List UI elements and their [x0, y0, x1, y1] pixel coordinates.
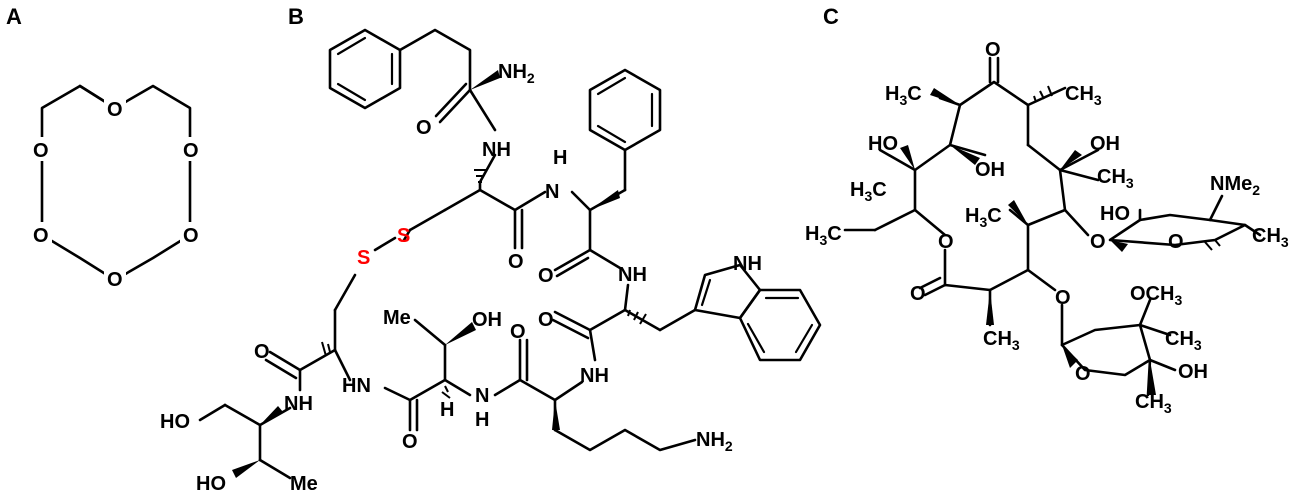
methyl-label: Me	[383, 307, 411, 329]
oxygen-atom: O	[402, 431, 418, 453]
hydrogen-label: H	[553, 147, 567, 169]
hydroxyl-label: HO	[868, 133, 898, 155]
oxygen-atom: O	[254, 341, 270, 363]
panel-b-cyclic-peptide: B	[160, 4, 822, 495]
panel-a-label: A	[6, 4, 22, 29]
hydroxyl-label: HO	[1100, 203, 1130, 225]
amine-label: NH2	[696, 429, 733, 454]
oxygen-atom: O	[107, 99, 123, 121]
hydroxyl-label: OH	[1178, 361, 1208, 383]
macrolide-atom-labels: O H3C CH3 HO OH OH H3C CH3 NMe2 H3C HO H…	[805, 39, 1289, 416]
ring-oxygen: O	[938, 231, 954, 253]
glycosidic-oxygen: O	[1090, 231, 1106, 253]
panel-c-label: C	[823, 4, 839, 29]
panel-a-crown-ether: A O O O O O O	[6, 4, 202, 291]
hydroxyl-label: HO	[160, 411, 190, 433]
oxygen-atom: O	[416, 117, 432, 139]
amide-hn-label: HN	[342, 375, 371, 397]
nitrogen-label: N	[545, 181, 559, 203]
crown-ether-oxygens: O O O O O O	[30, 96, 202, 291]
methyl-label: CH3	[1165, 328, 1202, 353]
methyl-label: H3C	[885, 83, 922, 108]
oxygen-atom: O	[538, 309, 554, 331]
ring-oxygen: O	[1168, 231, 1184, 253]
amine-label: NH2	[498, 61, 535, 86]
amide-nh-label: NH	[482, 139, 511, 161]
methyl-label: CH3	[983, 328, 1020, 353]
glycosidic-oxygen: O	[1055, 287, 1071, 309]
oxygen-atom: O	[538, 265, 554, 287]
methyl-label: H3C	[805, 223, 842, 248]
oxygen-atom: O	[183, 140, 199, 162]
oxygen-atom: O	[183, 225, 199, 247]
panel-c-macrolide: C	[805, 4, 1289, 416]
amide-nh-label: NH	[618, 264, 647, 286]
hydroxyl-label: HO	[196, 473, 226, 495]
methyl-label: CH3	[1135, 391, 1172, 416]
methyl-label: CH3	[1097, 166, 1134, 191]
methyl-label: CH3	[1065, 83, 1102, 108]
amide-nh-label: NH	[284, 393, 313, 415]
ketone-oxygen: O	[985, 39, 1001, 61]
sulfur-atom: S	[397, 225, 410, 247]
dimethylamino-label: NMe2	[1210, 173, 1260, 198]
methyl-label: CH3	[1252, 225, 1289, 250]
hydrogen-label: H	[440, 399, 454, 421]
hydroxyl-label: OH	[975, 159, 1005, 181]
amide-nh-label: NH	[580, 365, 609, 387]
ring-oxygen: O	[1075, 363, 1091, 385]
oxygen-atom: O	[33, 225, 49, 247]
oxygen-atom: O	[33, 140, 49, 162]
methyl-label: H3C	[850, 179, 887, 204]
methyl-label: H3C	[965, 205, 1002, 230]
peptide-stereo-wedges	[232, 70, 647, 478]
peptide-atom-labels: NH2 O NH H N O S S O NH NH Me OH O O O N…	[160, 61, 762, 495]
macrolide-stereo-wedges	[900, 85, 1221, 395]
sulfur-atom: S	[357, 247, 370, 269]
amide-nh-label: N	[475, 385, 489, 407]
oxygen-atom: O	[508, 251, 524, 273]
oxygen-atom: O	[107, 269, 123, 291]
hydroxyl-label: OH	[472, 309, 502, 331]
hydroxyl-label: OH	[1090, 133, 1120, 155]
methyl-label: Me	[290, 473, 318, 495]
indole-nh-label: NH	[733, 253, 762, 275]
hydrogen-label: H	[475, 409, 489, 431]
oxygen-atom: O	[510, 321, 526, 343]
methoxy-label: OCH3	[1130, 283, 1182, 308]
lactone-oxygen: O	[910, 283, 926, 305]
panel-b-label: B	[288, 4, 304, 29]
